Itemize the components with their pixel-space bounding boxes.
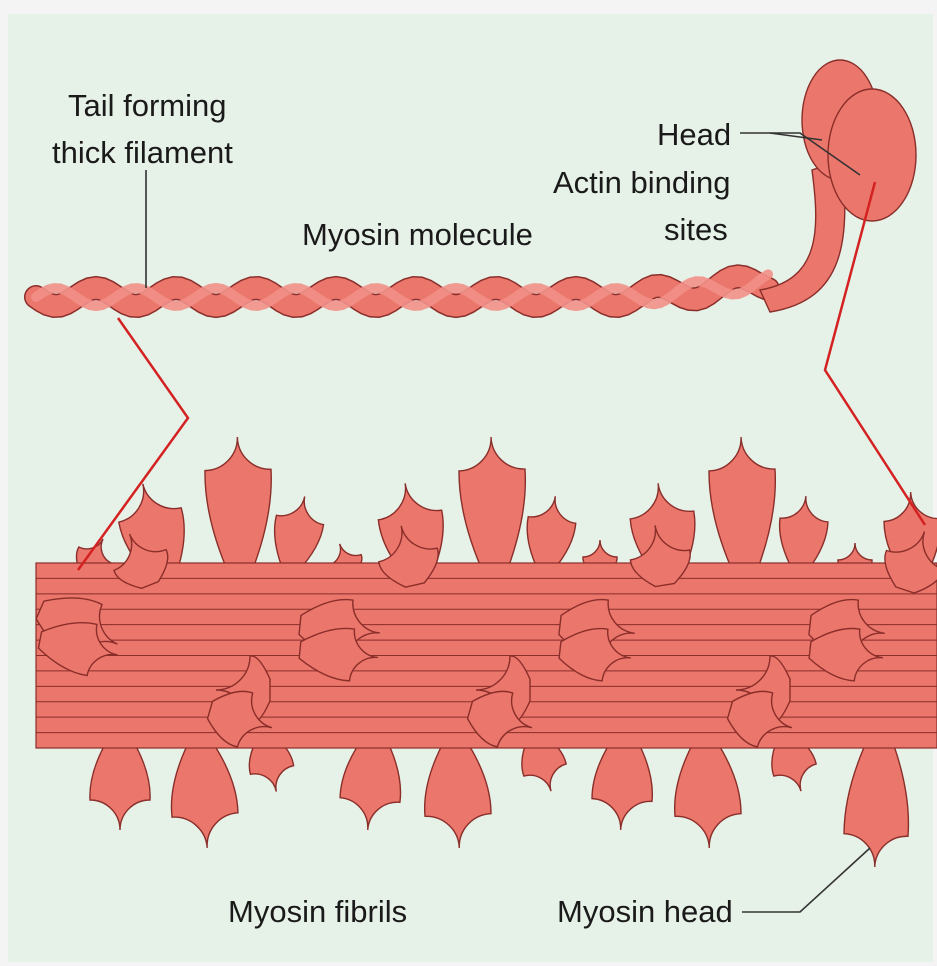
myosin-molecule-label: Myosin molecule xyxy=(302,217,533,253)
tail-label-line2: thick filament xyxy=(52,135,233,171)
actin-binding-label-line1: Actin binding xyxy=(553,165,731,201)
tail-label-line1: Tail forming xyxy=(68,88,227,124)
myosin-head-front xyxy=(828,89,916,221)
myosin-head-label: Myosin head xyxy=(557,894,733,930)
actin-binding-label-line2: sites xyxy=(664,212,728,248)
myosin-fibrils-label: Myosin fibrils xyxy=(228,894,407,930)
head-label: Head xyxy=(657,117,731,153)
